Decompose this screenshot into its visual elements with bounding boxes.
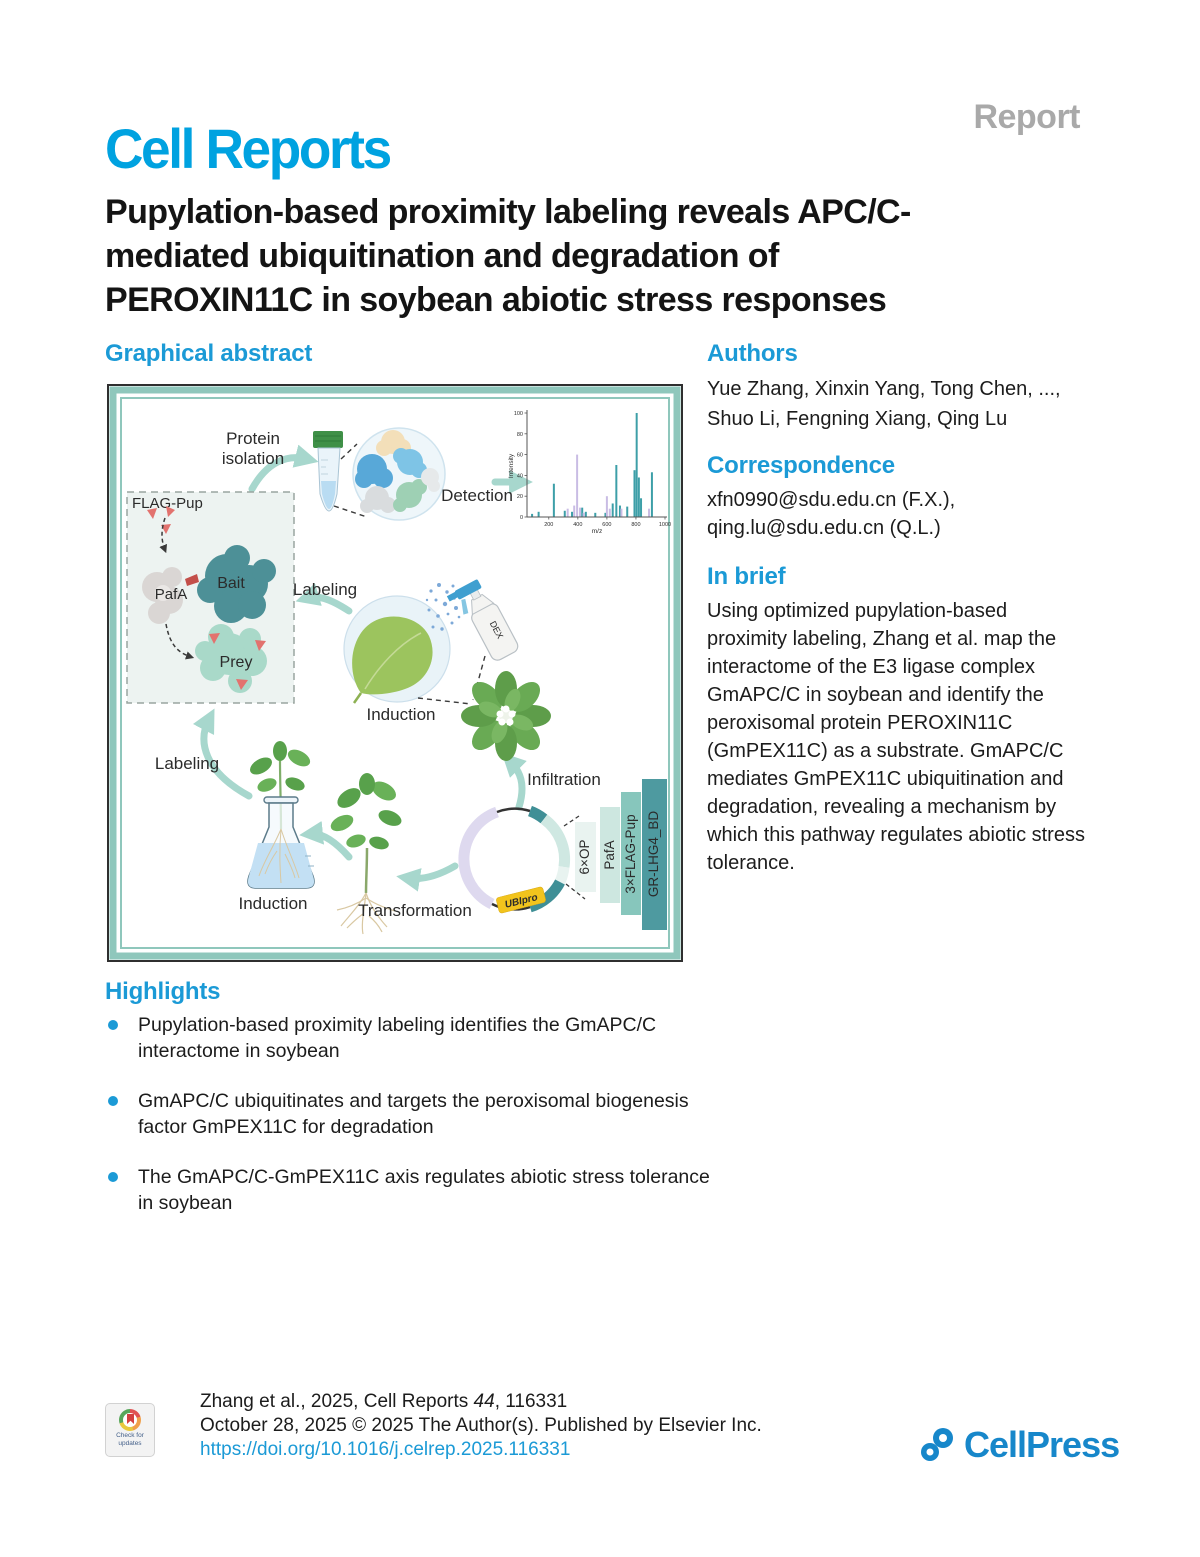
highlights-heading: Highlights <box>105 978 221 1005</box>
svg-text:400: 400 <box>573 522 582 528</box>
chart-xlabel: m/z <box>592 528 602 535</box>
bullet-icon <box>108 1172 118 1182</box>
svg-text:80: 80 <box>517 432 523 438</box>
svg-text:100: 100 <box>514 411 523 417</box>
svg-text:40: 40 <box>517 473 523 479</box>
induction-flask-label: Induction <box>239 894 308 913</box>
svg-text:0: 0 <box>520 515 523 521</box>
title-line-2: mediated ubiquitination and degradation … <box>105 237 779 275</box>
plasmid-to-bars-lines <box>563 815 586 900</box>
highlight-text: Pupylation-based proximity labeling iden… <box>138 1014 657 1062</box>
author-names-line2: Shuo Li, Fengning Xiang, Qing Lu <box>707 408 1008 430</box>
svg-text:600: 600 <box>602 522 611 528</box>
correspondence-email-2[interactable]: qing.lu@sdu.edu.cn (Q.L.) <box>707 517 941 539</box>
arrow-seedling-to-flask <box>299 820 353 861</box>
pafa-label: PafA <box>155 586 188 603</box>
highlight-item: Pupylation-based proximity labeling iden… <box>105 1012 710 1064</box>
mass-spec-chart: 200 400 600 800 1000 0 20 40 60 80 100 <box>514 410 671 528</box>
correspondence-email-1[interactable]: xfn0990@sdu.edu.cn (F.X.), <box>707 489 956 511</box>
title-line-1: Pupylation-based proximity labeling reve… <box>105 193 911 231</box>
svg-text:20: 20 <box>517 494 523 500</box>
crossmark-icon <box>119 1409 141 1431</box>
in-brief-text: Using optimized pupylation-based proximi… <box>707 600 1085 874</box>
correspondence-emails: xfn0990@sdu.edu.cn (F.X.), qing.lu@sdu.e… <box>707 486 955 542</box>
construct-flagpup-label: 3×FLAG-Pup <box>623 814 638 893</box>
svg-text:800: 800 <box>631 522 640 528</box>
pafa-bait-linker <box>185 574 199 586</box>
authors-heading: Authors <box>707 340 798 367</box>
cellpress-wordmark: CellPress <box>964 1424 1120 1465</box>
labeling-left-label: Labeling <box>155 754 219 773</box>
detection-label: Detection <box>441 486 513 505</box>
highlight-item: GmAPC/C ubiquitinates and targets the pe… <box>105 1088 710 1140</box>
author-names-line1: Yue Zhang, Xinxin Yang, Tong Chen, ..., <box>707 378 1061 400</box>
highlights-list: Pupylation-based proximity labeling iden… <box>105 1012 710 1240</box>
pafa-blob <box>142 567 183 624</box>
arrow-box-to-tube <box>248 444 319 493</box>
svg-text:1000: 1000 <box>659 522 671 528</box>
interaction-box: FLAG-Pup PafA Bait Prey <box>126 491 295 704</box>
arrow-leaf-to-box <box>295 583 353 615</box>
infiltration-label: Infiltration <box>527 770 601 789</box>
flow-arrows <box>192 444 533 892</box>
cellpress-logo: CellPress <box>916 1424 1120 1466</box>
flask-icon <box>247 741 315 889</box>
chart-ylabel: Intensity <box>508 453 515 478</box>
highlight-text: GmAPC/C ubiquitinates and targets the pe… <box>138 1090 689 1138</box>
svg-text:200: 200 <box>544 522 553 528</box>
protein-mix-icon <box>352 427 446 521</box>
arrow-flask-to-box <box>192 708 253 800</box>
construct-6xop-label: 6×OP <box>577 840 592 875</box>
citation-line: Zhang et al., 2025, Cell Reports 44, 116… <box>200 1391 568 1412</box>
bait-label: Bait <box>217 575 245 592</box>
svg-text:60: 60 <box>517 453 523 459</box>
transformation-label: Transformation <box>358 901 472 920</box>
flag-pup-label: FLAG-Pup <box>132 495 203 512</box>
arrow-pup-to-pafa <box>159 517 167 554</box>
rosette-plant-icon <box>461 671 551 761</box>
bait-blob <box>197 545 276 623</box>
highlight-text: The GmAPC/C-GmPEX11C axis regulates abio… <box>138 1166 710 1214</box>
prey-pup-tags <box>209 633 266 690</box>
magnify-lines <box>333 443 368 518</box>
leaf-induction-icon <box>343 595 451 704</box>
dex-bottle-icon: DEX <box>446 579 519 661</box>
construct-legend: 6×OP PafA 3×FLAG-Pup GR-LHG4_BD <box>575 779 667 930</box>
prey-blob <box>195 624 267 693</box>
graphical-abstract-heading: Graphical abstract <box>105 340 313 367</box>
correspondence-heading: Correspondence <box>707 452 895 479</box>
cellpress-icon <box>921 1428 953 1461</box>
labeling-right-label: Labeling <box>293 580 357 599</box>
arrow-plasmid-to-seedling <box>396 862 459 892</box>
article-type-label: Report <box>973 98 1080 136</box>
bullet-icon <box>108 1020 118 1030</box>
construct-grlhg4-label: GR-LHG4_BD <box>646 811 661 898</box>
construct-pafa-label: PafA <box>602 840 617 869</box>
falcon-tube-icon <box>313 431 343 512</box>
in-brief-heading: In brief <box>707 563 786 590</box>
copyright-line: October 28, 2025 © 2025 The Author(s). P… <box>200 1415 762 1436</box>
arrow-infiltration <box>501 752 527 811</box>
title-line-3: PEROXIN11C in soybean abiotic stress res… <box>105 281 887 319</box>
author-names: Yue Zhang, Xinxin Yang, Tong Chen, ..., … <box>707 374 1061 434</box>
bullet-icon <box>108 1096 118 1106</box>
graphical-abstract-art: FLAG-Pup PafA Bait Prey <box>109 386 681 960</box>
highlight-item: The GmAPC/C-GmPEX11C axis regulates abio… <box>105 1164 710 1216</box>
induction-leaf-label: Induction <box>367 705 436 724</box>
journal-logo: Cell Reports <box>105 117 392 180</box>
graphical-abstract-figure: FLAG-Pup PafA Bait Prey <box>107 384 683 962</box>
citation-block: Zhang et al., 2025, Cell Reports 44, 116… <box>200 1390 762 1462</box>
spray-droplets <box>425 583 461 631</box>
ubipro-tag: UBIpro <box>496 886 546 914</box>
article-title: Pupylation-based proximity labeling reve… <box>105 190 1095 322</box>
protein-isolation-label: Protein <box>226 429 280 448</box>
doi-link[interactable]: https://doi.org/10.1016/j.celrep.2025.11… <box>200 1439 571 1460</box>
prey-label: Prey <box>220 654 253 671</box>
protein-isolation-label2: isolation <box>222 449 284 468</box>
seedling-icon <box>330 773 402 935</box>
